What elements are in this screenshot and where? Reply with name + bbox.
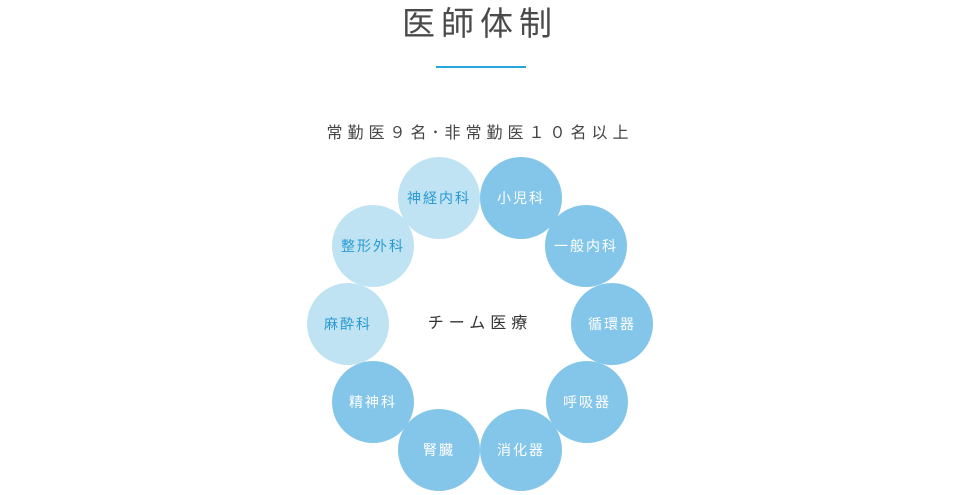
dept-respiratory: 呼吸器 bbox=[546, 361, 628, 443]
dept-label: 循環器 bbox=[588, 317, 636, 333]
dept-label: 小児科 bbox=[497, 191, 545, 207]
dept-neurology: 神経内科 bbox=[398, 157, 480, 239]
dept-label: 腎臓 bbox=[423, 443, 455, 459]
dept-label: 一般内科 bbox=[554, 239, 618, 255]
dept-general-internal-medicine: 一般内科 bbox=[545, 205, 627, 287]
dept-label: 整形外科 bbox=[341, 239, 405, 255]
page-title: 医師体制 bbox=[402, 4, 558, 43]
dept-nephrology: 腎臓 bbox=[398, 409, 480, 491]
dept-label: 精神科 bbox=[349, 395, 397, 411]
dept-cardiology: 循環器 bbox=[571, 283, 653, 365]
dept-label: 呼吸器 bbox=[563, 395, 611, 411]
title-underline bbox=[436, 66, 526, 68]
team-medicine-label: チーム医療 bbox=[427, 313, 533, 332]
dept-label: 神経内科 bbox=[407, 191, 471, 207]
dept-label: 消化器 bbox=[497, 443, 545, 459]
dept-pediatrics: 小児科 bbox=[480, 157, 562, 239]
dept-psychiatry: 精神科 bbox=[332, 361, 414, 443]
dept-label: 麻酔科 bbox=[324, 317, 372, 333]
dept-orthopedics: 整形外科 bbox=[332, 205, 414, 287]
dept-gastroenterology: 消化器 bbox=[480, 409, 562, 491]
dept-anesthesiology: 麻酔科 bbox=[307, 283, 389, 365]
staffing-summary: 常勤医９名･非常勤医１０名以上 bbox=[326, 123, 634, 142]
